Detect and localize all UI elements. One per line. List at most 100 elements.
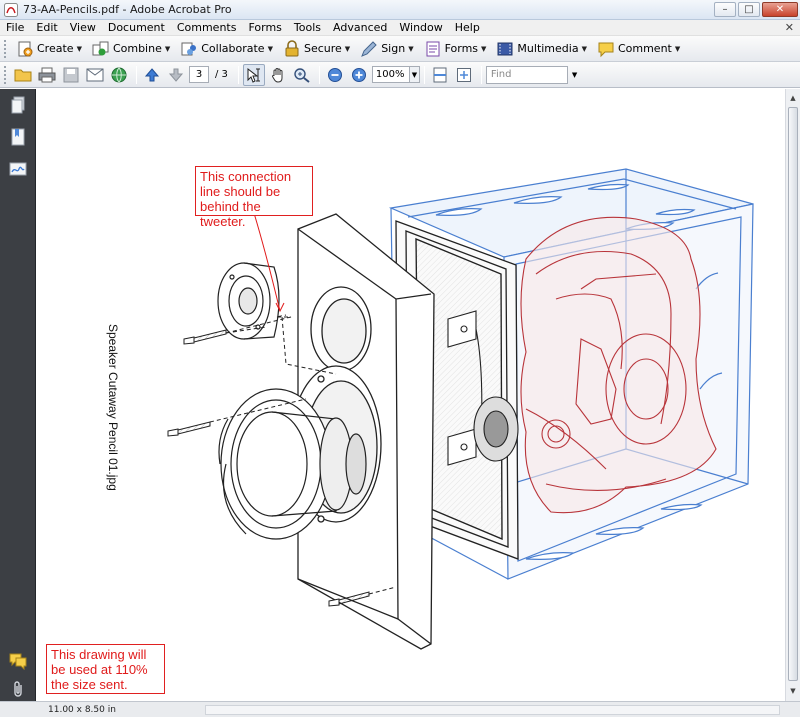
- chevron-down-icon: ▼: [581, 44, 587, 53]
- combine-button[interactable]: Combine▼: [88, 38, 174, 60]
- scrolling-mode-button[interactable]: [429, 64, 451, 86]
- chevron-down-icon: ▼: [267, 44, 273, 53]
- close-window-button[interactable]: ✕: [762, 2, 798, 17]
- signatures-panel-icon[interactable]: [8, 159, 28, 179]
- sign-button[interactable]: Sign▼: [356, 38, 417, 60]
- screws: [167, 329, 370, 607]
- page-number-input[interactable]: 3: [189, 66, 209, 83]
- drawing-filename-label: Speaker Cutaway Pencil 01.jpg: [106, 324, 120, 491]
- title-bar: 73-AA-Pencils.pdf - Adobe Acrobat Pro – …: [0, 0, 800, 20]
- comment-bubble-icon: [597, 40, 615, 58]
- comments-panel-icon[interactable]: [8, 651, 28, 671]
- attachments-paperclip-icon[interactable]: [8, 679, 28, 699]
- pages-panel-icon[interactable]: [8, 95, 28, 115]
- previous-page-button[interactable]: [141, 64, 163, 86]
- zoom-level-input[interactable]: 100%: [371, 66, 410, 83]
- connection-lines: [209, 314, 397, 595]
- chevron-down-icon: ▼: [164, 44, 171, 53]
- horizontal-scrollbar[interactable]: [205, 705, 780, 715]
- separator: [318, 65, 320, 84]
- window-title: 73-AA-Pencils.pdf - Adobe Acrobat Pro: [23, 3, 232, 16]
- menu-document[interactable]: Document: [107, 20, 165, 34]
- menu-edit[interactable]: Edit: [36, 20, 58, 34]
- tasks-toolbar: Create▼ Combine▼ Collaborate▼ Secure▼ Si…: [0, 36, 800, 62]
- acrobat-app-icon: [4, 2, 18, 17]
- chevron-down-icon: ▼: [76, 44, 82, 53]
- chevron-down-icon[interactable]: ▼: [571, 70, 578, 79]
- multimedia-label: Multimedia: [517, 42, 579, 55]
- create-pdf-icon: [16, 40, 34, 58]
- forms-button[interactable]: Forms▼: [420, 38, 491, 60]
- callout-arrow: [253, 212, 285, 313]
- fit-page-button[interactable]: [453, 64, 475, 86]
- woofer-driver: [218, 388, 367, 540]
- menu-file[interactable]: File: [6, 20, 25, 34]
- minimize-button[interactable]: –: [714, 2, 736, 17]
- open-folder-button[interactable]: [12, 64, 34, 86]
- email-button[interactable]: [84, 64, 106, 86]
- comment-button[interactable]: Comment▼: [593, 38, 684, 60]
- lock-icon: [283, 39, 301, 58]
- chevron-down-icon: ▼: [344, 44, 351, 53]
- forms-label: Forms: [444, 42, 479, 55]
- collaborate-button[interactable]: Collaborate▼: [176, 38, 277, 60]
- find-input[interactable]: Find: [485, 65, 568, 84]
- menu-bar: File Edit View Document Comments Forms T…: [0, 20, 800, 36]
- film-icon: [496, 40, 514, 58]
- annotation-note-drawing-scale: This drawing will be used at 110% the si…: [46, 644, 165, 694]
- bookmarks-panel-icon[interactable]: [8, 127, 28, 147]
- chevron-down-icon[interactable]: ▼: [409, 66, 420, 83]
- create-label: Create: [37, 42, 74, 55]
- chevron-down-icon: ▼: [481, 44, 487, 53]
- vertical-scrollbar[interactable]: ▲ ▼: [785, 89, 800, 701]
- menu-forms[interactable]: Forms: [248, 20, 282, 34]
- menu-view[interactable]: View: [69, 20, 96, 34]
- navigation-pane: [0, 89, 36, 701]
- chevron-down-icon: ▼: [674, 44, 681, 53]
- combine-label: Combine: [112, 42, 162, 55]
- select-tool-button[interactable]: [242, 63, 265, 86]
- secure-label: Secure: [303, 42, 342, 55]
- chevron-down-icon: ▼: [408, 44, 414, 53]
- scroll-down-arrow-icon[interactable]: ▼: [790, 687, 796, 695]
- toolbar-grip[interactable]: [4, 65, 8, 84]
- speaker-cutaway-drawing: [167, 168, 754, 650]
- status-bar: 11.00 x 8.50 in: [0, 701, 800, 717]
- print-button[interactable]: [36, 64, 58, 86]
- pen-icon: [360, 40, 378, 58]
- scroll-up-arrow-icon[interactable]: ▲: [790, 94, 796, 102]
- menu-window[interactable]: Window: [399, 20, 443, 34]
- toolbar-grip[interactable]: [4, 39, 8, 58]
- page-size-indicator: 11.00 x 8.50 in: [48, 704, 116, 715]
- separator: [480, 65, 482, 84]
- combine-files-icon: [92, 40, 110, 58]
- hand-tool-button[interactable]: [267, 64, 289, 86]
- save-button[interactable]: [60, 64, 82, 86]
- menu-comments[interactable]: Comments: [176, 20, 237, 34]
- internal-components: [520, 216, 717, 514]
- separator: [237, 65, 239, 84]
- page-total: / 3: [215, 69, 228, 80]
- tweeter-driver: [217, 262, 280, 340]
- menu-advanced[interactable]: Advanced: [333, 20, 388, 34]
- separator: [136, 65, 137, 84]
- navigation-toolbar: 3 / 3 100% ▼ Find ▼: [0, 62, 800, 88]
- scrollbar-thumb[interactable]: [788, 107, 798, 681]
- web-collaboration-button[interactable]: [108, 64, 130, 86]
- close-document-button[interactable]: ✕: [784, 21, 794, 34]
- separator: [423, 65, 425, 84]
- zoom-out-button[interactable]: [324, 64, 346, 86]
- menu-tools[interactable]: Tools: [293, 20, 322, 34]
- secure-button[interactable]: Secure▼: [279, 38, 354, 60]
- menu-help[interactable]: Help: [454, 20, 480, 34]
- zoom-in-button[interactable]: [348, 64, 370, 86]
- multimedia-button[interactable]: Multimedia▼: [492, 38, 591, 60]
- collaborate-icon: [180, 40, 198, 58]
- annotation-note-connection-line: This connection line should be behind th…: [195, 166, 313, 229]
- create-button[interactable]: Create▼: [12, 38, 86, 60]
- mounting-brackets: [447, 310, 519, 466]
- marquee-zoom-button[interactable]: [291, 64, 313, 86]
- document-page: This connection line should be behind th…: [36, 89, 785, 701]
- next-page-button[interactable]: [165, 64, 187, 86]
- maximize-button[interactable]: □: [738, 2, 760, 17]
